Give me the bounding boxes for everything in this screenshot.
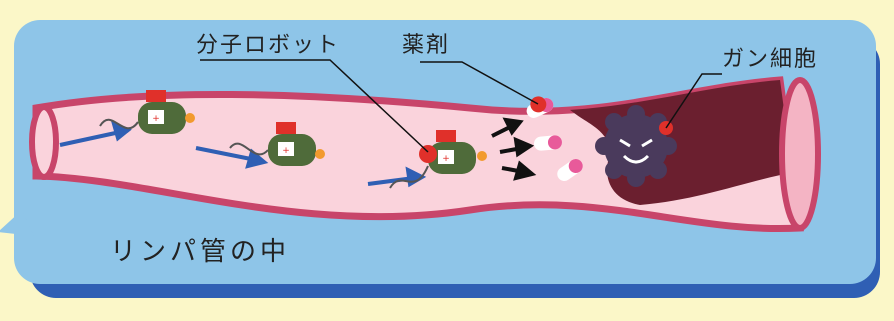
vessel-right-opening [782, 80, 818, 228]
label-lymph-vessel: リンパ管の中 [110, 237, 290, 267]
cancer-cell-icon [595, 105, 677, 187]
svg-text:+: + [442, 154, 450, 164]
label-drug: 薬剤 [402, 33, 450, 58]
robot-marker [419, 145, 437, 163]
label-molecular-robot: 分子ロボット [196, 33, 340, 58]
vessel-left-opening [32, 107, 56, 177]
svg-text:+: + [282, 146, 290, 156]
svg-text:+: + [152, 114, 160, 124]
label-cancer-cell: ガン細胞 [722, 47, 818, 72]
